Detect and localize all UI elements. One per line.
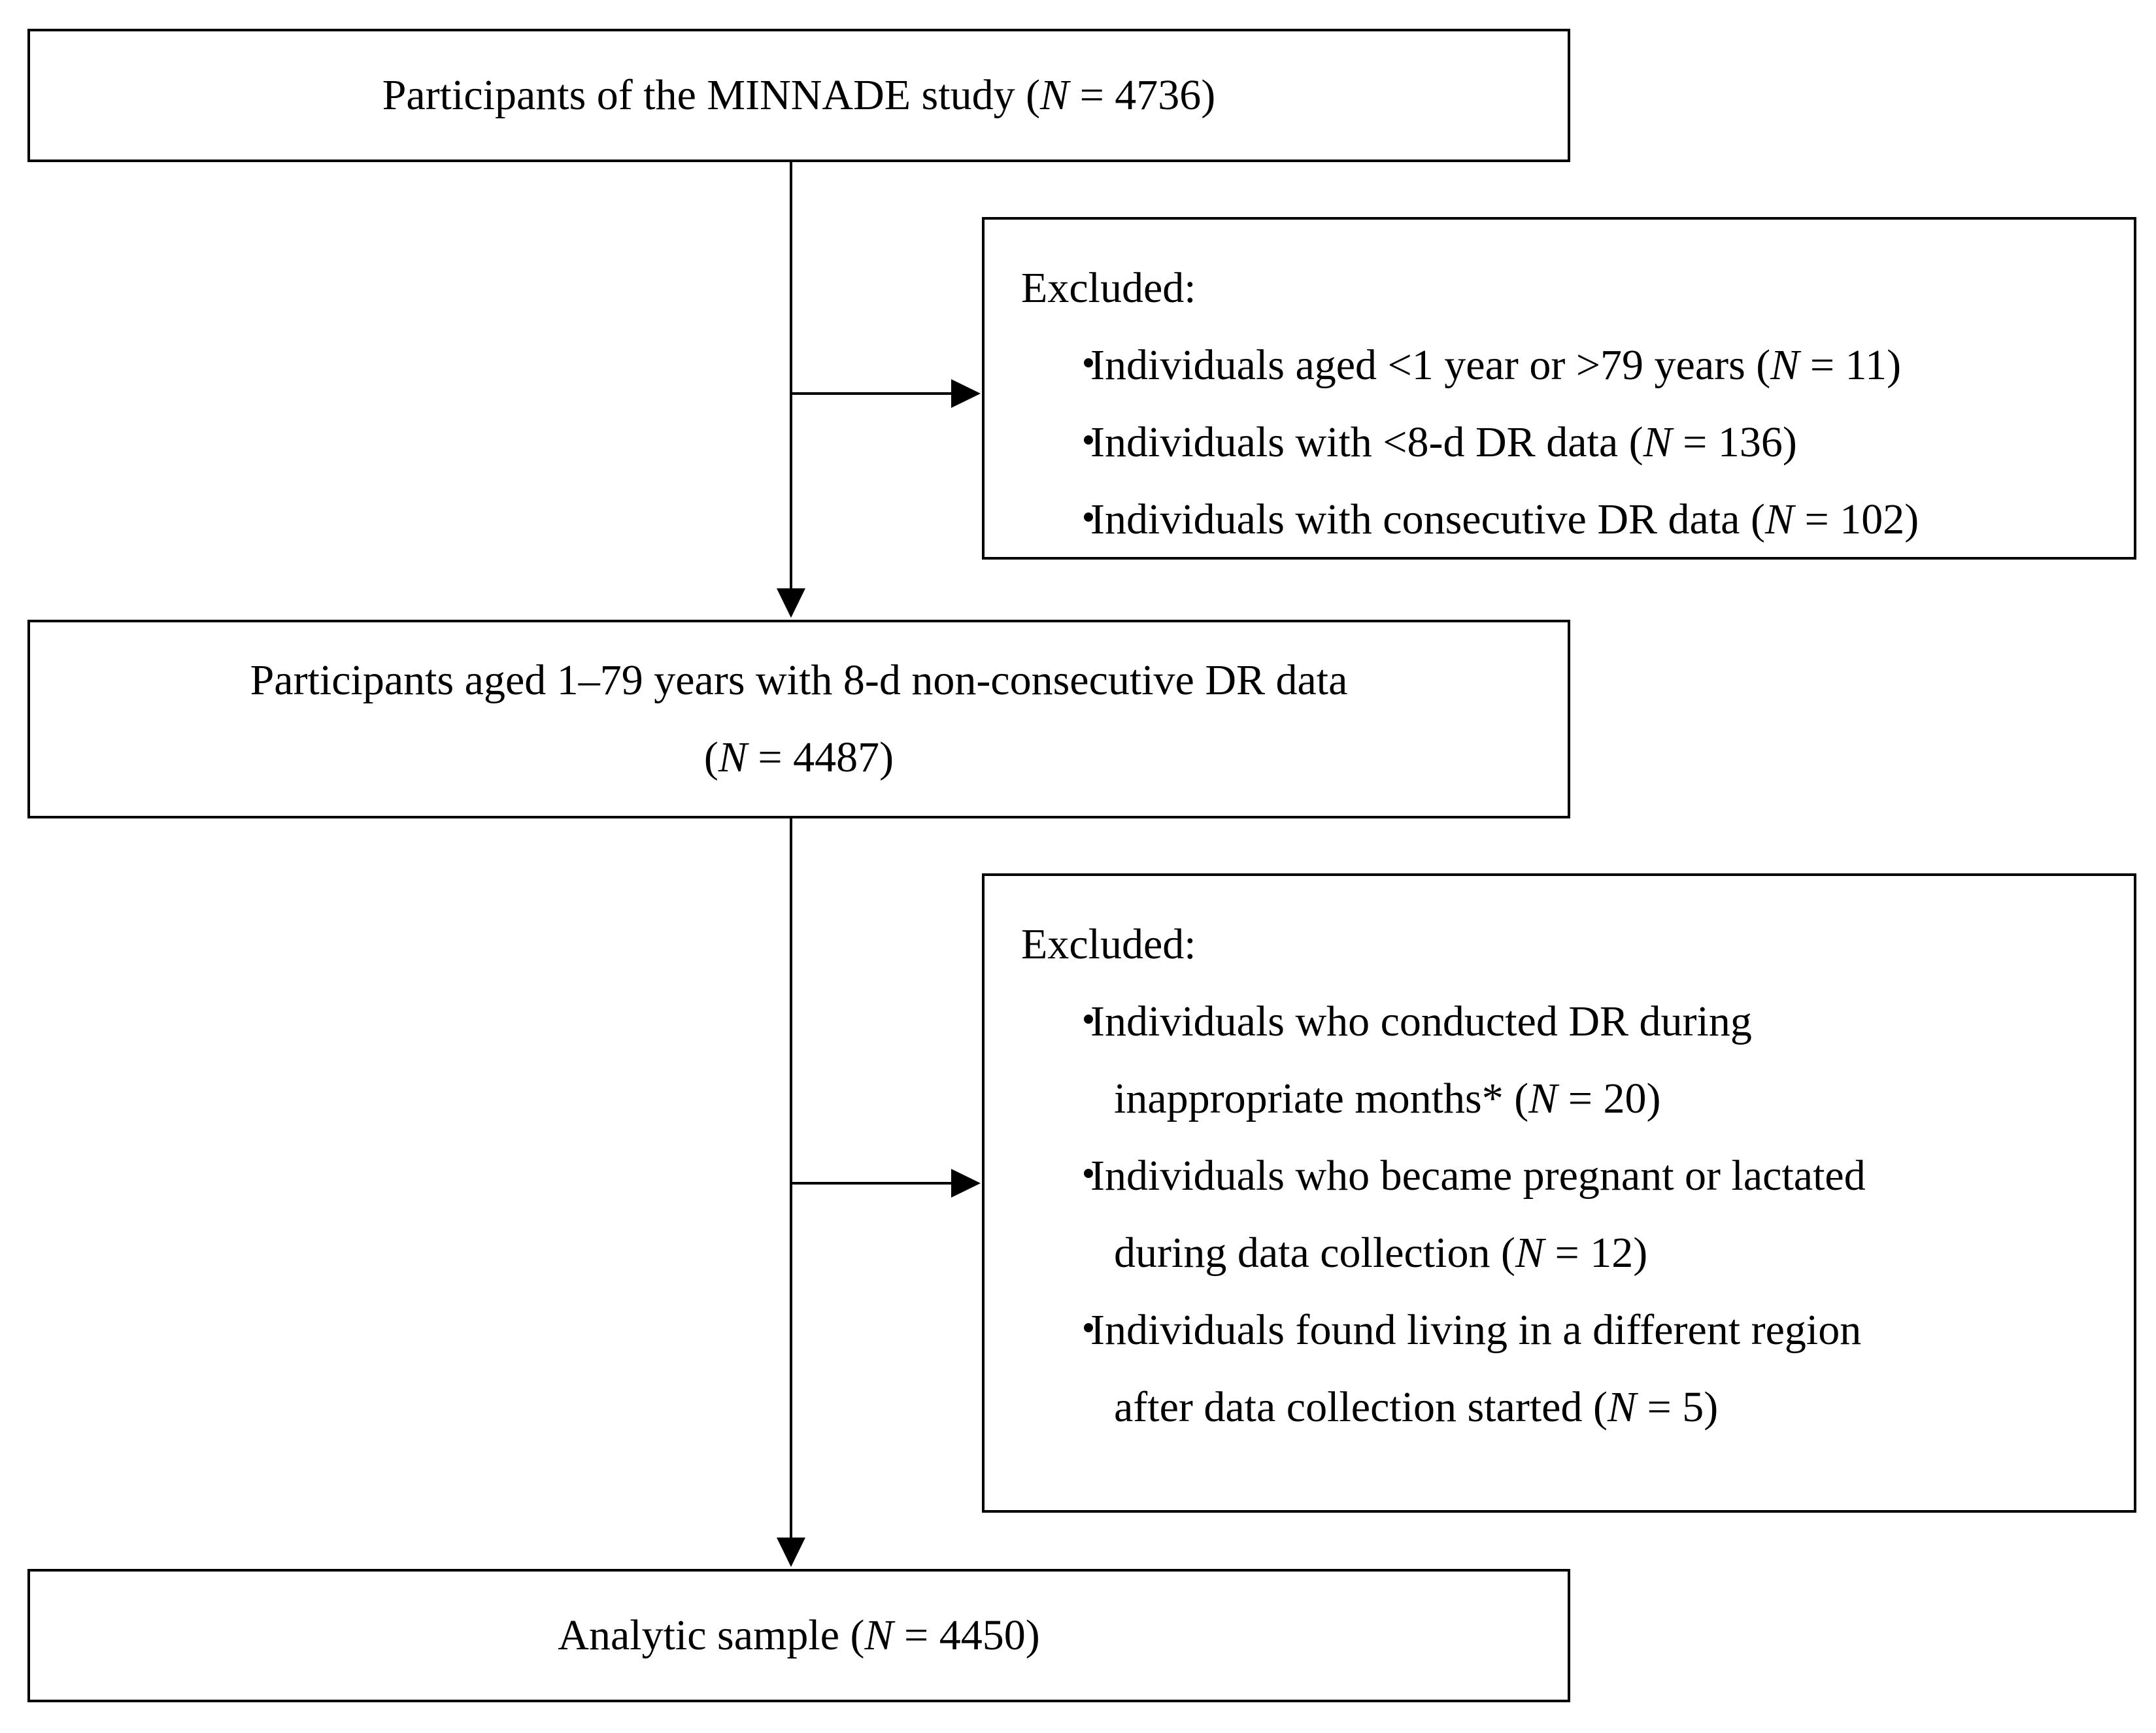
exclusion-heading: Excluded:: [1021, 920, 1196, 968]
exclusion-item: ・Individuals found living in a different…: [1021, 1292, 2134, 1369]
exclusion-item-count: = 5): [1636, 1383, 1719, 1431]
bullet-icon: ・: [1067, 1306, 1110, 1354]
exclusion-item-text: after data collection started (: [1114, 1383, 1608, 1431]
exclusion-item-text: during data collection (: [1114, 1229, 1515, 1277]
participants-count: = 4736): [1069, 71, 1216, 119]
arrow-to-box2: [777, 588, 805, 618]
exclusion-item-text: Individuals aged <1 year or >79 years (: [1090, 341, 1771, 389]
n-symbol: N: [864, 1611, 894, 1659]
exclusion-item: ・Individuals with <8-d DR data (N = 136): [1021, 404, 2134, 481]
exclusion-item-text: Individuals who became pregnant or lacta…: [1090, 1152, 1866, 1200]
n-symbol: N: [1515, 1229, 1544, 1277]
participants-box: Participants of the MINNADE study (N = 4…: [27, 29, 1570, 162]
exclusion-item: ・Individuals with consecutive DR data (N…: [1021, 481, 2134, 558]
eligible-label-line1: Participants aged 1–79 years with 8-d no…: [250, 656, 1348, 704]
exclusion-item: ・Individuals who conducted DR during: [1021, 983, 2134, 1060]
exclusion-item-text: Individuals with consecutive DR data (: [1090, 496, 1765, 543]
exclusion-item-continuation: inappropriate months* (N = 20): [1021, 1060, 2134, 1137]
exclusion-item-text: Individuals with <8-d DR data (: [1090, 418, 1643, 466]
exclusion-item-text: Individuals found living in a different …: [1090, 1306, 1862, 1354]
arrow-to-box3: [777, 1538, 805, 1567]
n-symbol: N: [718, 733, 747, 781]
exclusion-heading: Excluded:: [1021, 264, 1196, 312]
participants-text: Participants of the MINNADE study (: [382, 71, 1041, 119]
bullet-icon: ・: [1067, 1152, 1110, 1200]
n-symbol: N: [1040, 71, 1070, 119]
bullet-icon: ・: [1067, 341, 1110, 389]
exclusion-box-1: Excluded: ・Individuals aged <1 year or >…: [982, 217, 2136, 560]
n-symbol: N: [1643, 418, 1672, 466]
n-symbol: N: [1528, 1075, 1558, 1122]
exclusion-item-continuation: after data collection started (N = 5): [1021, 1369, 2134, 1446]
exclusion-item-continuation: during data collection (N = 12): [1021, 1215, 2134, 1292]
eligible-participants-box: Participants aged 1–79 years with 8-d no…: [27, 620, 1570, 818]
exclusion-item-count: = 102): [1793, 496, 1919, 543]
arrow-to-exclusion2: [951, 1169, 981, 1198]
eligible-paren: (: [703, 733, 718, 781]
bullet-icon: ・: [1067, 496, 1110, 543]
exclusion-item-count: = 11): [1799, 341, 1902, 389]
bullet-icon: ・: [1067, 418, 1110, 466]
exclusion-item-count: = 136): [1672, 418, 1797, 466]
n-symbol: N: [1770, 341, 1800, 389]
exclusion-item-count: = 12): [1543, 1229, 1648, 1277]
analytic-sample-count: = 4450): [893, 1611, 1040, 1659]
exclusion-item: ・Individuals aged <1 year or >79 years (…: [1021, 327, 2134, 404]
eligible-count: = 4487): [747, 733, 894, 781]
bullet-icon: ・: [1067, 998, 1110, 1045]
exclusion-item: ・Individuals who became pregnant or lact…: [1021, 1137, 2134, 1215]
participants-label: Participants of the MINNADE study (N = 4…: [382, 57, 1216, 134]
exclusion-item-text: inappropriate months* (: [1114, 1075, 1529, 1122]
n-symbol: N: [1607, 1383, 1636, 1431]
arrow-to-exclusion1: [951, 379, 981, 408]
n-symbol: N: [1764, 496, 1794, 543]
analytic-sample-label: Analytic sample (N = 4450): [558, 1597, 1039, 1674]
analytic-sample-box: Analytic sample (N = 4450): [27, 1569, 1570, 1702]
exclusion-item-text: Individuals who conducted DR during: [1090, 998, 1752, 1045]
analytic-sample-text: Analytic sample (: [558, 1611, 865, 1659]
eligible-label-line2: (N = 4487): [704, 719, 894, 796]
exclusion-item-count: = 20): [1557, 1075, 1661, 1122]
exclusion-box-2: Excluded: ・Individuals who conducted DR …: [982, 873, 2136, 1513]
